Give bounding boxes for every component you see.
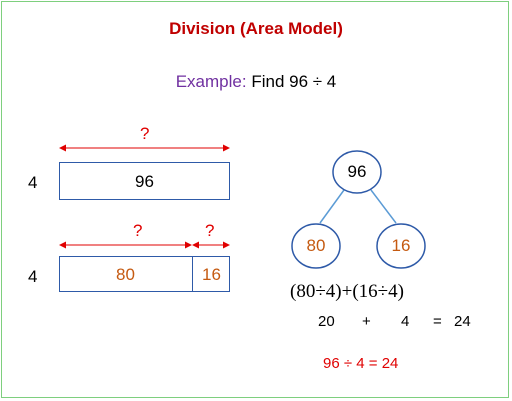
expr-plus: + xyxy=(341,281,353,302)
tree-root-value: 96 xyxy=(347,162,367,181)
sum-total: 24 xyxy=(454,313,471,330)
example-line: Example: Find 96 ÷ 4 xyxy=(0,72,512,92)
expr-term-2-open: (16 xyxy=(352,281,378,302)
sum-plus: + xyxy=(362,313,371,330)
area-rectangle-1 xyxy=(59,162,230,200)
area-rectangle-2 xyxy=(59,256,230,292)
tree-branch-right xyxy=(370,189,397,224)
area-value-left: 80 xyxy=(116,265,135,284)
side-label-1: 4 xyxy=(28,173,38,192)
sum-equals: = xyxy=(433,313,442,330)
area-divider xyxy=(192,256,193,292)
expr-term-1-close: 4) xyxy=(325,281,342,302)
expr-divide-2: ÷ xyxy=(377,281,389,302)
example-label: Example: xyxy=(175,72,247,91)
tree-left-circle xyxy=(291,223,341,269)
example-text: Find 96 ÷ 4 xyxy=(251,72,337,91)
page-title: Division (Area Model) xyxy=(169,19,343,38)
length-label-left: ? xyxy=(133,221,143,240)
final-answer: 96 ÷ 4 = 24 xyxy=(323,355,399,372)
expr-term-2-close: 4) xyxy=(388,281,404,302)
length-label-right: ? xyxy=(205,221,215,240)
sum-b: 4 xyxy=(401,313,410,330)
sum-a: 20 xyxy=(318,313,335,330)
tree-right-circle xyxy=(376,223,426,269)
tree-right-value: 16 xyxy=(391,236,411,255)
area-value-right: 16 xyxy=(202,265,221,284)
area-value-1: 96 xyxy=(135,172,154,191)
tree-left-value: 80 xyxy=(306,236,326,255)
division-expression: (80÷4)+(16÷4) xyxy=(290,281,404,303)
side-label-2: 4 xyxy=(28,267,38,286)
tree-branch-left xyxy=(319,189,345,224)
expr-divide-1: ÷ xyxy=(315,281,326,302)
length-label-1: ? xyxy=(140,124,150,143)
expr-term-1-open: (80 xyxy=(290,281,316,302)
tree-root-circle xyxy=(332,150,382,194)
